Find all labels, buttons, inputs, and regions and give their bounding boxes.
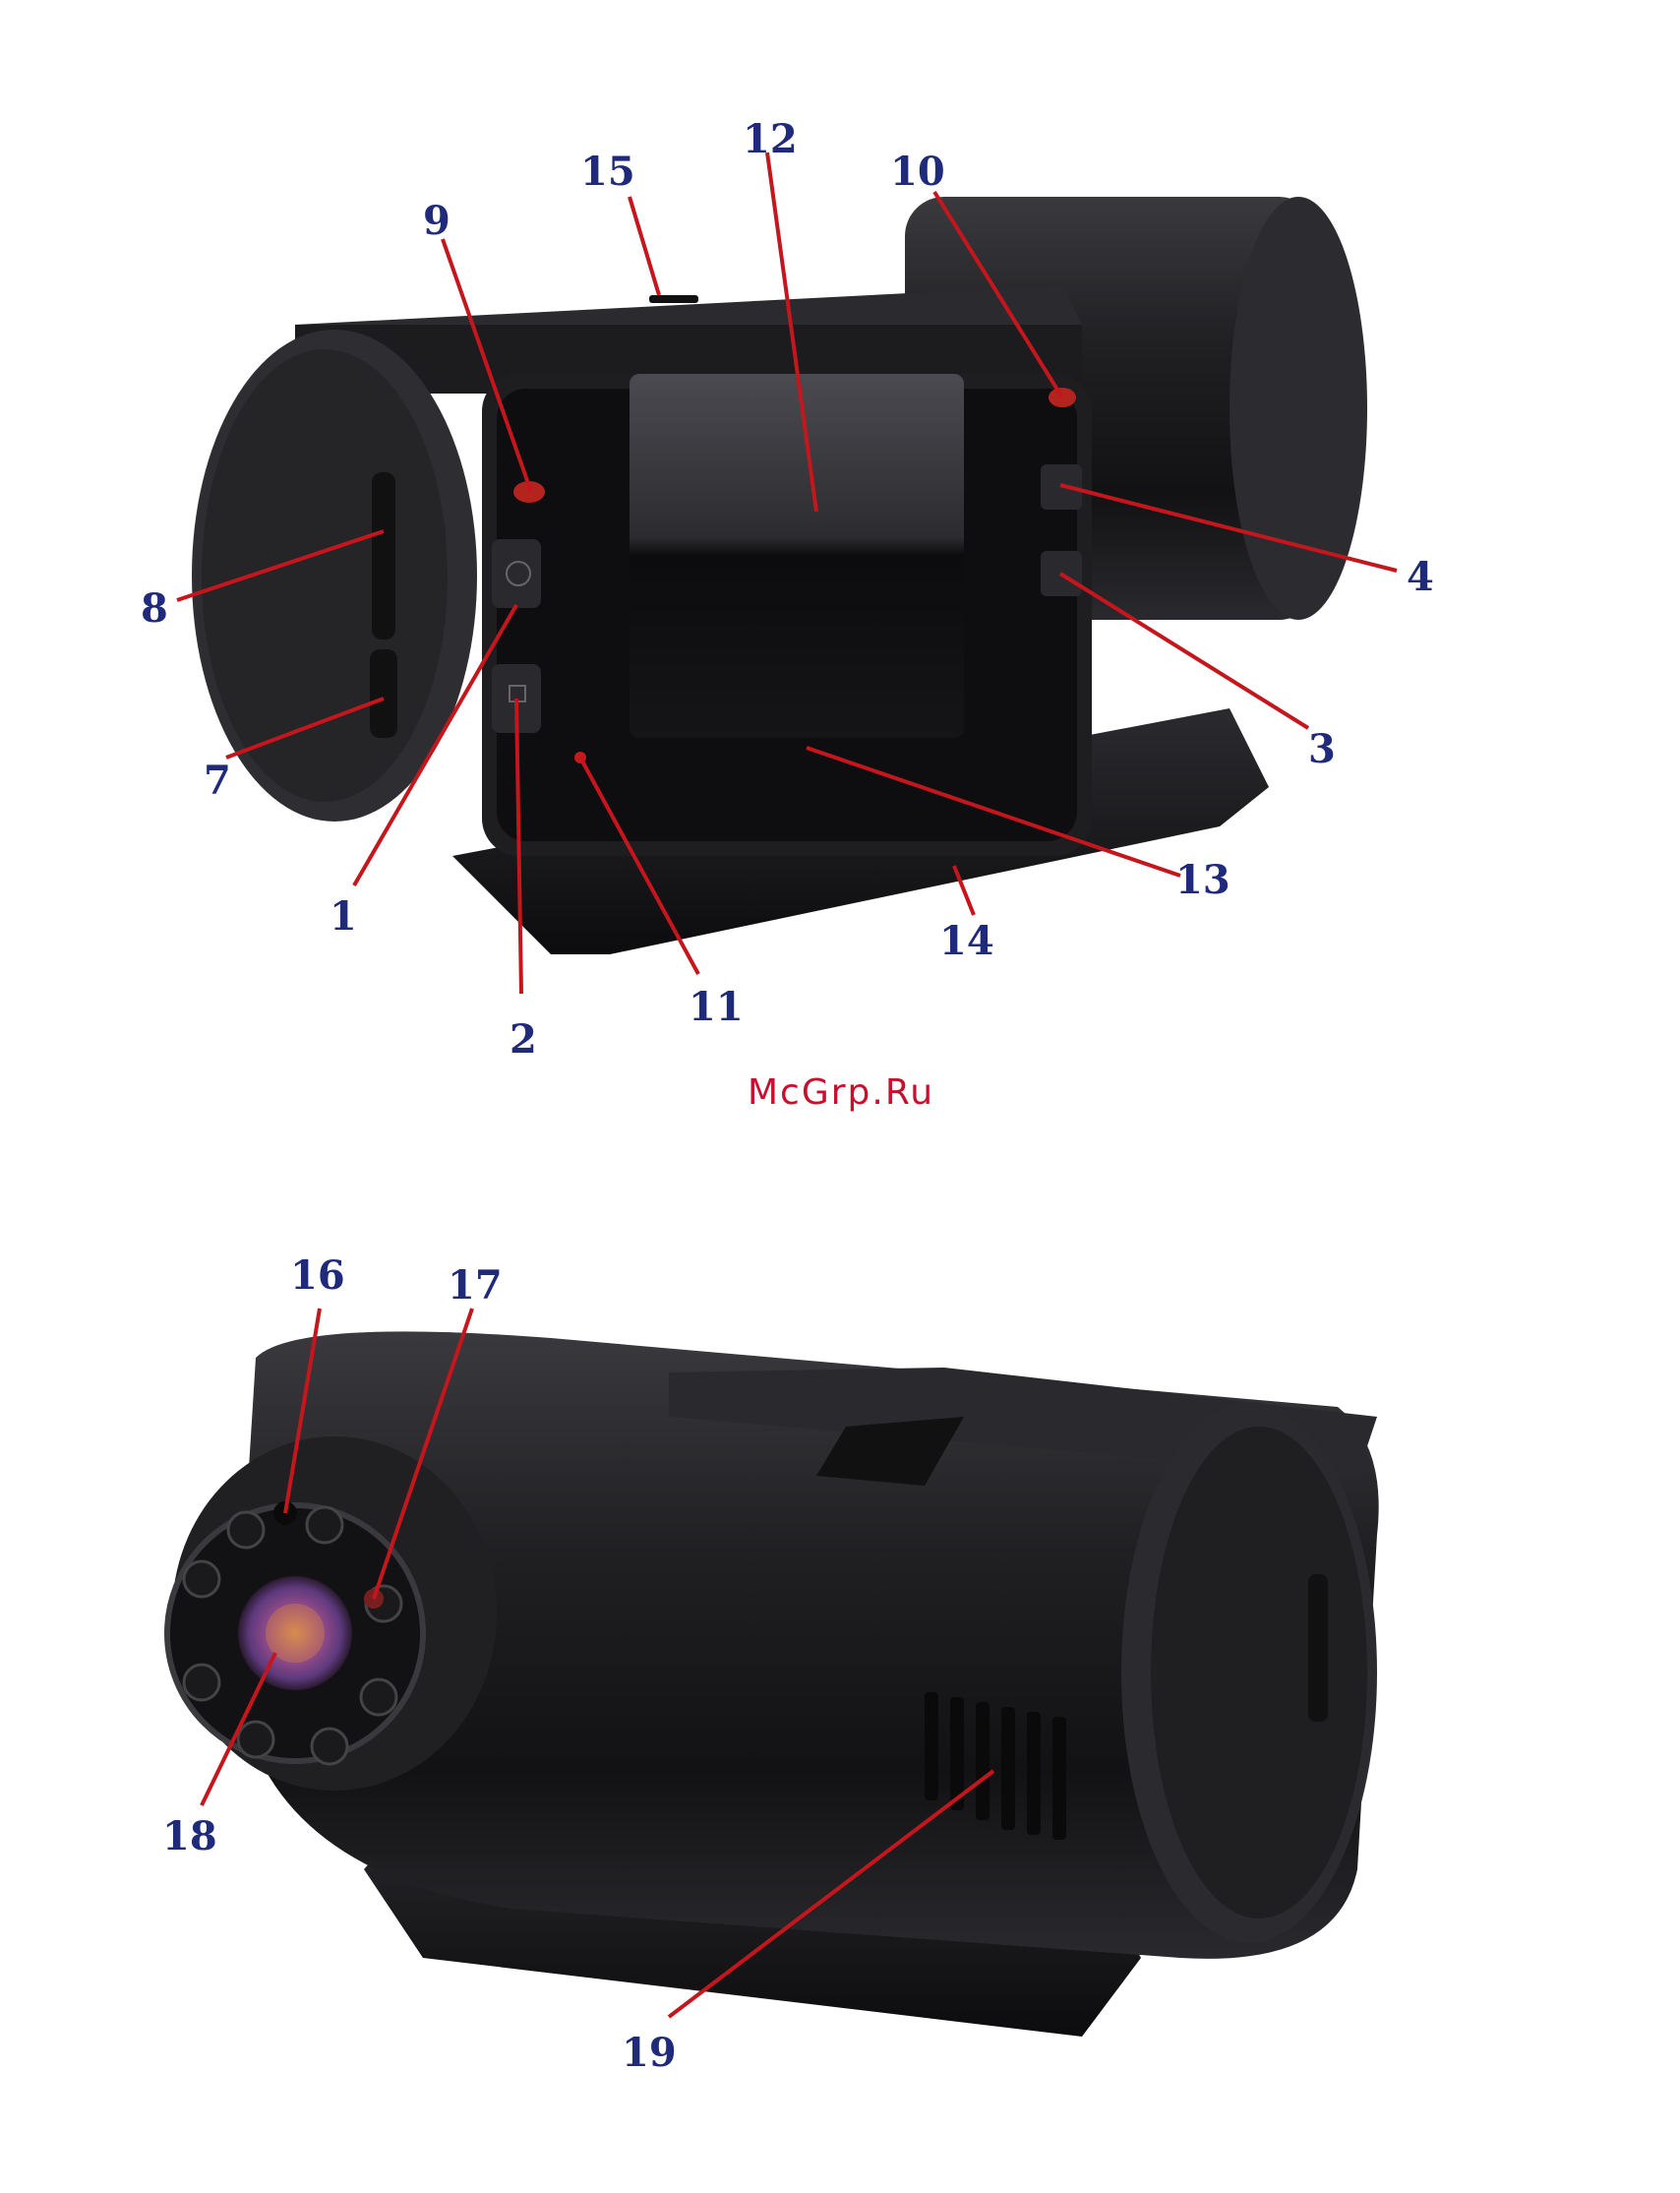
callout-8: 8	[141, 585, 168, 632]
callout-2: 2	[510, 1016, 537, 1063]
lcd-screen	[630, 374, 964, 738]
callout-18: 18	[162, 1813, 217, 1859]
callout-9: 9	[423, 198, 450, 244]
sd-card-slot	[372, 472, 395, 640]
callout-1: 1	[330, 893, 357, 940]
side-end-cap-face	[202, 349, 448, 802]
callout-16: 16	[290, 1252, 345, 1299]
callout-4: 4	[1407, 554, 1434, 600]
right-end-cap-face	[1151, 1427, 1367, 1919]
top-mount-slot	[649, 295, 698, 303]
callout-15: 15	[580, 149, 635, 195]
power-button	[492, 539, 541, 608]
device-front-view	[192, 197, 1367, 954]
device-lens-view	[167, 1331, 1379, 2037]
side-slot	[1308, 1574, 1328, 1722]
watermark-text: McGrp.Ru	[748, 1072, 934, 1113]
callout-3: 3	[1308, 726, 1336, 772]
callout-10: 10	[890, 149, 945, 195]
callout-19: 19	[622, 2030, 677, 2076]
callout-11: 11	[689, 984, 744, 1030]
callout-7: 7	[204, 758, 231, 804]
callout-17: 17	[448, 1262, 503, 1309]
callout-13: 13	[1175, 857, 1230, 903]
leader-15	[630, 197, 659, 295]
usb-port	[370, 649, 397, 738]
callout-14: 14	[939, 918, 994, 964]
callout-12: 12	[743, 116, 798, 162]
